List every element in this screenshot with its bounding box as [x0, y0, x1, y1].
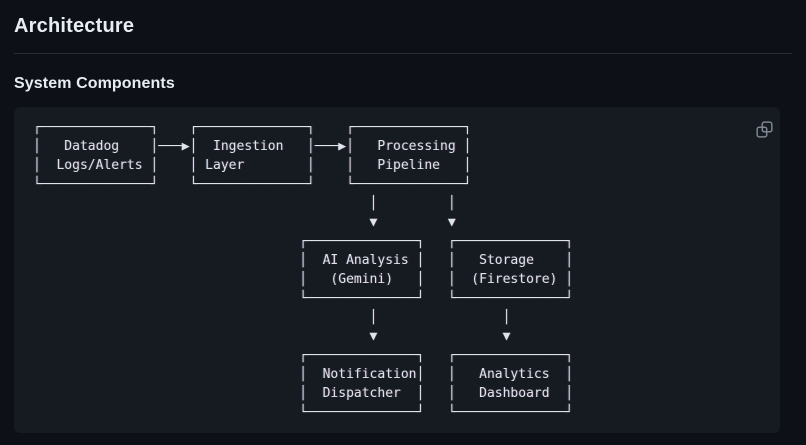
page-title: Architecture	[14, 0, 792, 54]
section-title: System Components	[14, 75, 175, 92]
copy-button[interactable]	[751, 116, 777, 142]
copy-icon	[755, 120, 773, 138]
ascii-diagram: ┌──────────────┐ ┌──────────────┐ ┌─────…	[33, 120, 574, 420]
code-block: ┌──────────────┐ ┌──────────────┐ ┌─────…	[14, 107, 780, 433]
ascii-diagram-pre: ┌──────────────┐ ┌──────────────┐ ┌─────…	[14, 107, 780, 433]
content-area: Architecture System Components ┌────────…	[14, 0, 792, 433]
